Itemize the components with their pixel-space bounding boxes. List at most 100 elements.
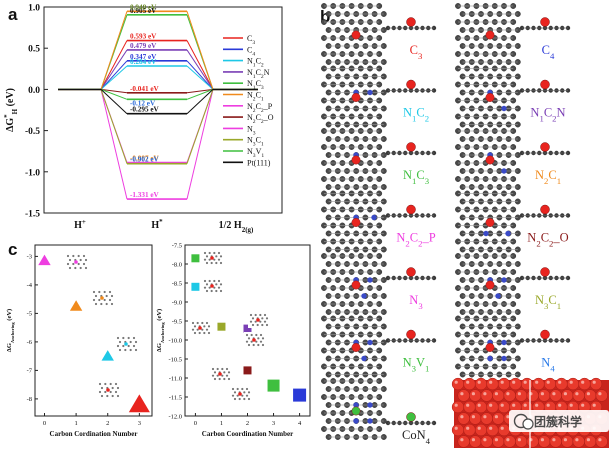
nitrogen-atom — [495, 293, 501, 299]
atom-highlight — [489, 426, 493, 430]
structure-card-4: N1C3 — [321, 128, 437, 190]
atom — [241, 387, 244, 391]
metal-atom — [106, 388, 110, 392]
x-tick-label: 4 — [298, 420, 302, 427]
atom-highlight — [540, 438, 544, 442]
energy-path-C3 — [58, 39, 258, 91]
pt-atom — [538, 389, 551, 402]
atom-highlight — [500, 403, 504, 407]
atom — [263, 313, 267, 317]
y-tick-label: -12.0 — [168, 413, 182, 420]
atom — [79, 258, 82, 262]
atom — [82, 254, 86, 258]
value-label-N3: -0.887 eV — [130, 154, 160, 162]
square-point — [191, 282, 200, 291]
metal-atom — [406, 142, 416, 152]
pt-atom — [526, 435, 539, 448]
structure-thumb — [116, 336, 138, 352]
value-label-N2C2_P: -1.331 eV — [130, 191, 160, 199]
x-tick-label: 1 — [74, 420, 77, 427]
connector-1 — [100, 11, 128, 90]
atom — [261, 323, 264, 327]
atom-highlight — [460, 392, 464, 396]
legend-label-N3: N3 — [247, 124, 256, 136]
atom-highlight — [581, 403, 585, 407]
y-axis-label: ΔGAnchoring (eV) — [6, 309, 15, 352]
graphene-top-view — [321, 190, 387, 253]
atom — [205, 321, 209, 325]
connector-2 — [186, 49, 214, 90]
atom-highlight — [494, 438, 498, 442]
connector-2 — [186, 60, 214, 90]
atom — [245, 394, 249, 397]
metal-atom — [74, 260, 78, 264]
structure-label-12: CoN4 — [402, 428, 431, 446]
atom — [205, 289, 209, 293]
structure-thumb — [92, 290, 114, 306]
energy-path-Pt(111) — [58, 88, 258, 115]
atom-highlight — [477, 426, 481, 430]
watermark-bg — [509, 410, 609, 432]
metal-atom — [218, 372, 222, 376]
metal-atom — [406, 329, 416, 340]
atom-highlight — [460, 415, 464, 419]
atom — [251, 317, 255, 320]
atom — [208, 286, 211, 289]
atom — [256, 323, 259, 327]
atom-highlight — [517, 438, 521, 442]
atom — [221, 367, 224, 371]
atom-highlight — [466, 380, 470, 384]
atom — [238, 397, 241, 401]
pt-atom — [572, 435, 585, 448]
graphene-side-view — [519, 204, 571, 218]
atom-highlight — [558, 403, 562, 407]
nitrogen-atom — [501, 105, 507, 112]
atom — [231, 394, 235, 397]
atom — [105, 294, 108, 298]
connector-2 — [186, 88, 214, 100]
metal-atom — [406, 79, 416, 90]
atom — [227, 377, 231, 381]
legend-label-N2C1: N2C1 — [247, 91, 264, 103]
structure-label-11: N4 — [541, 356, 555, 374]
atom — [245, 333, 249, 337]
y-axis-label: ΔG*H (eV) — [3, 88, 19, 132]
y-tick-label: -10.0 — [168, 337, 182, 344]
pt-atom — [451, 400, 465, 414]
atom-highlight — [454, 426, 458, 430]
atom — [243, 397, 246, 401]
structure-card-9: N3C1 — [455, 253, 571, 315]
graphene-side-view — [385, 142, 437, 156]
atom — [249, 320, 253, 323]
atom-highlight — [546, 403, 550, 407]
atom — [213, 371, 217, 374]
y-tick-label: -1.0 — [25, 168, 40, 178]
atom — [225, 374, 229, 377]
atom — [250, 340, 253, 343]
plot-frame — [43, 6, 283, 214]
structure-label-6: N2C2_P — [396, 231, 435, 249]
atom-highlight — [558, 380, 562, 384]
atom — [219, 261, 223, 265]
pt-atom — [538, 435, 551, 448]
metal-atom — [351, 218, 361, 227]
metal-atom — [210, 284, 214, 288]
nitrogen-atom — [367, 418, 373, 424]
value-label-C4: 0.347 eV — [130, 53, 157, 61]
structure-thumb — [98, 382, 120, 398]
connector-2 — [186, 89, 214, 115]
plot-frame — [34, 244, 153, 417]
atom — [216, 374, 219, 377]
atom — [251, 323, 255, 327]
atom-highlight — [569, 380, 573, 384]
metal-atom — [485, 280, 495, 290]
atom — [261, 317, 264, 320]
nitrogen-atom — [487, 355, 493, 362]
atom — [215, 261, 218, 265]
x-tick-label: 2 — [246, 420, 249, 427]
y-tick-label: -8 — [27, 396, 32, 403]
structure-thumb — [249, 313, 269, 327]
atom — [205, 328, 209, 331]
atom — [103, 298, 106, 302]
atom — [68, 266, 72, 270]
